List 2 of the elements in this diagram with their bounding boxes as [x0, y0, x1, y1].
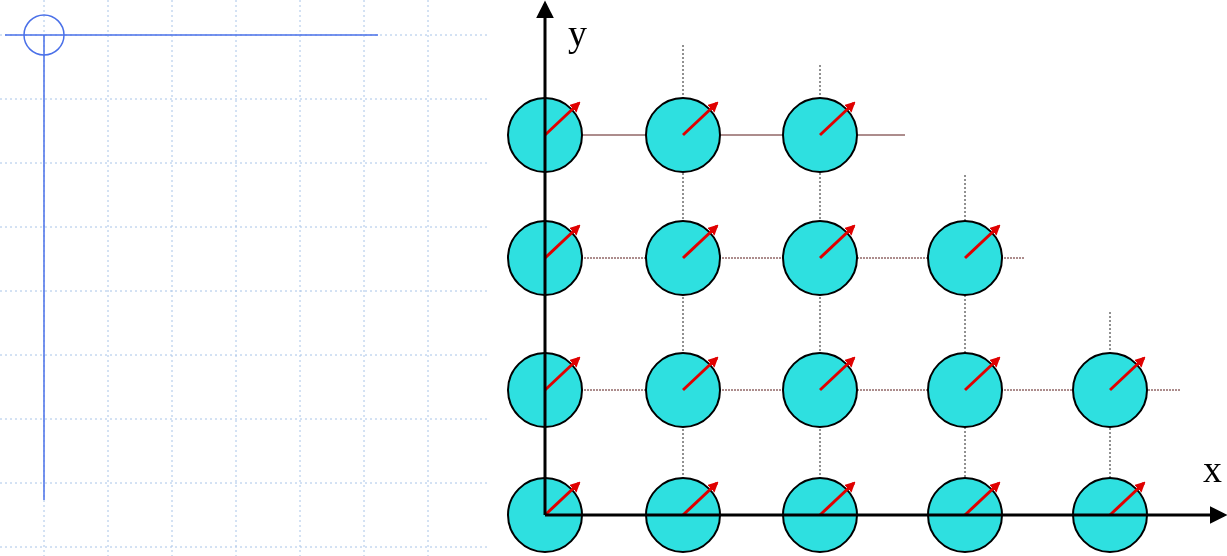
axis-label: x — [1203, 450, 1222, 488]
axis-label: y — [568, 14, 587, 52]
